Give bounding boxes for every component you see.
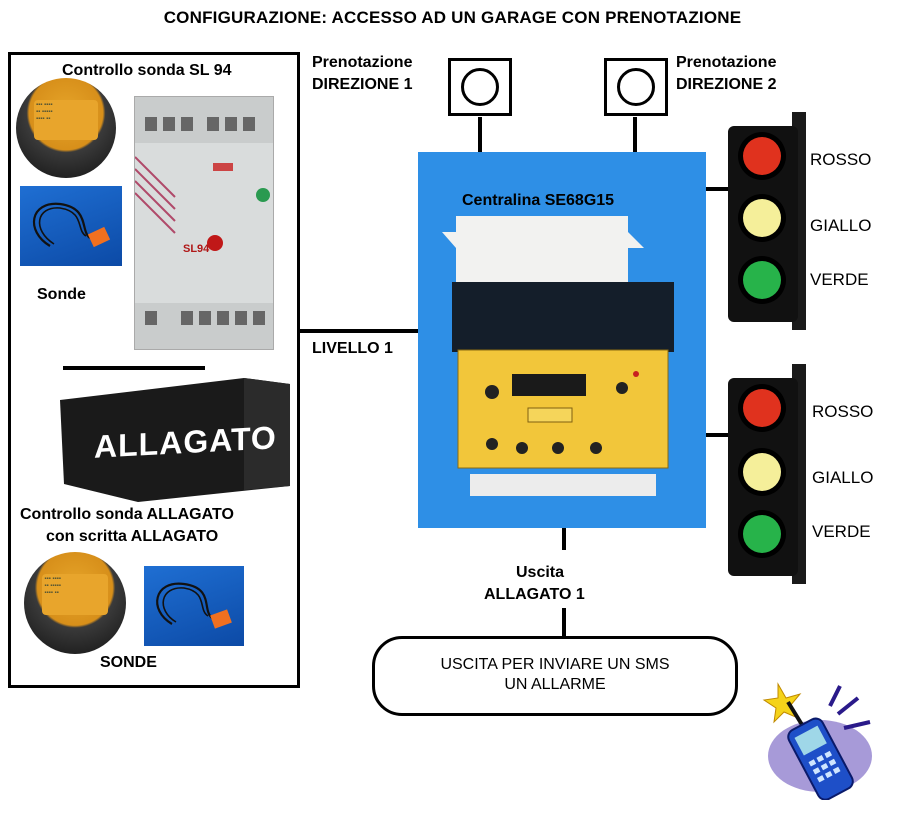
light2-green-label: VERDE bbox=[812, 522, 871, 541]
panel-divider bbox=[63, 366, 205, 370]
dir2-connector-line bbox=[633, 117, 637, 155]
light2-yellow-label: GIALLO bbox=[812, 468, 874, 487]
sms-output-box: USCITA PER INVIARE UN SMS UN ALLARME bbox=[372, 636, 738, 716]
dir1-connector-line bbox=[478, 117, 482, 155]
dir2-label-line1: Prenotazione bbox=[676, 54, 777, 71]
controller-image: Centralina SE68G15 bbox=[418, 152, 706, 528]
light1-red-label: ROSSO bbox=[810, 150, 872, 169]
booking-button-dir1 bbox=[448, 58, 512, 116]
probe-cable-image bbox=[20, 186, 122, 266]
diagram-title: CONFIGURAZIONE: ACCESSO AD UN GARAGE CON… bbox=[163, 8, 742, 27]
traffic-light-1 bbox=[722, 112, 822, 330]
dir2-label-line2: DIREZIONE 2 bbox=[676, 76, 777, 93]
allagato-heading-line2: con scritta ALLAGATO bbox=[46, 528, 219, 545]
dir1-label-line2: DIREZIONE 1 bbox=[312, 76, 413, 93]
sl94-heading: Controllo sonda SL 94 bbox=[62, 62, 232, 79]
sensor-puck-image: ▪▪▪ ▪▪▪▪▪▪ ▪▪▪▪▪▪▪▪▪ ▪▪ bbox=[16, 78, 116, 178]
sonde-label-caps: SONDE bbox=[100, 654, 157, 671]
dir1-label-line1: Prenotazione bbox=[312, 54, 413, 71]
sms-line2: UN ALLARME bbox=[504, 676, 606, 693]
sensor-puck-image-2: ▪▪▪ ▪▪▪▪▪▪ ▪▪▪▪▪▪▪▪▪ ▪▪ bbox=[24, 552, 126, 654]
sonde-label: Sonde bbox=[37, 286, 86, 303]
light1-yellow-label: GIALLO bbox=[810, 216, 872, 235]
output-label-line2: ALLAGATO 1 bbox=[484, 586, 585, 603]
light2-connector-line bbox=[705, 433, 745, 437]
allagato-sign-image: ALLAGATO bbox=[58, 378, 290, 502]
sms-line1: USCITA PER INVIARE UN SMS bbox=[440, 656, 670, 673]
livello-label: LIVELLO 1 bbox=[312, 340, 393, 357]
traffic-light-2 bbox=[722, 364, 822, 584]
allagato-heading-line1: Controllo sonda ALLAGATO bbox=[20, 506, 234, 523]
left-panel bbox=[8, 52, 300, 688]
light1-connector-line bbox=[705, 187, 745, 191]
probe-cable-image-2 bbox=[144, 566, 244, 646]
output-label-line1: Uscita bbox=[516, 564, 565, 581]
phone-icon bbox=[760, 676, 880, 801]
sl94-device-label: SL94 bbox=[183, 243, 210, 255]
controller-name: Centralina SE68G15 bbox=[462, 192, 615, 209]
output-connector-line-top bbox=[562, 528, 566, 550]
sl94-device-image: SL94 bbox=[134, 96, 274, 350]
output-connector-line-bottom bbox=[562, 608, 566, 638]
livello-connector-line bbox=[300, 329, 420, 333]
light1-green-label: VERDE bbox=[810, 270, 869, 289]
booking-button-dir2 bbox=[604, 58, 668, 116]
light2-red-label: ROSSO bbox=[812, 402, 874, 421]
